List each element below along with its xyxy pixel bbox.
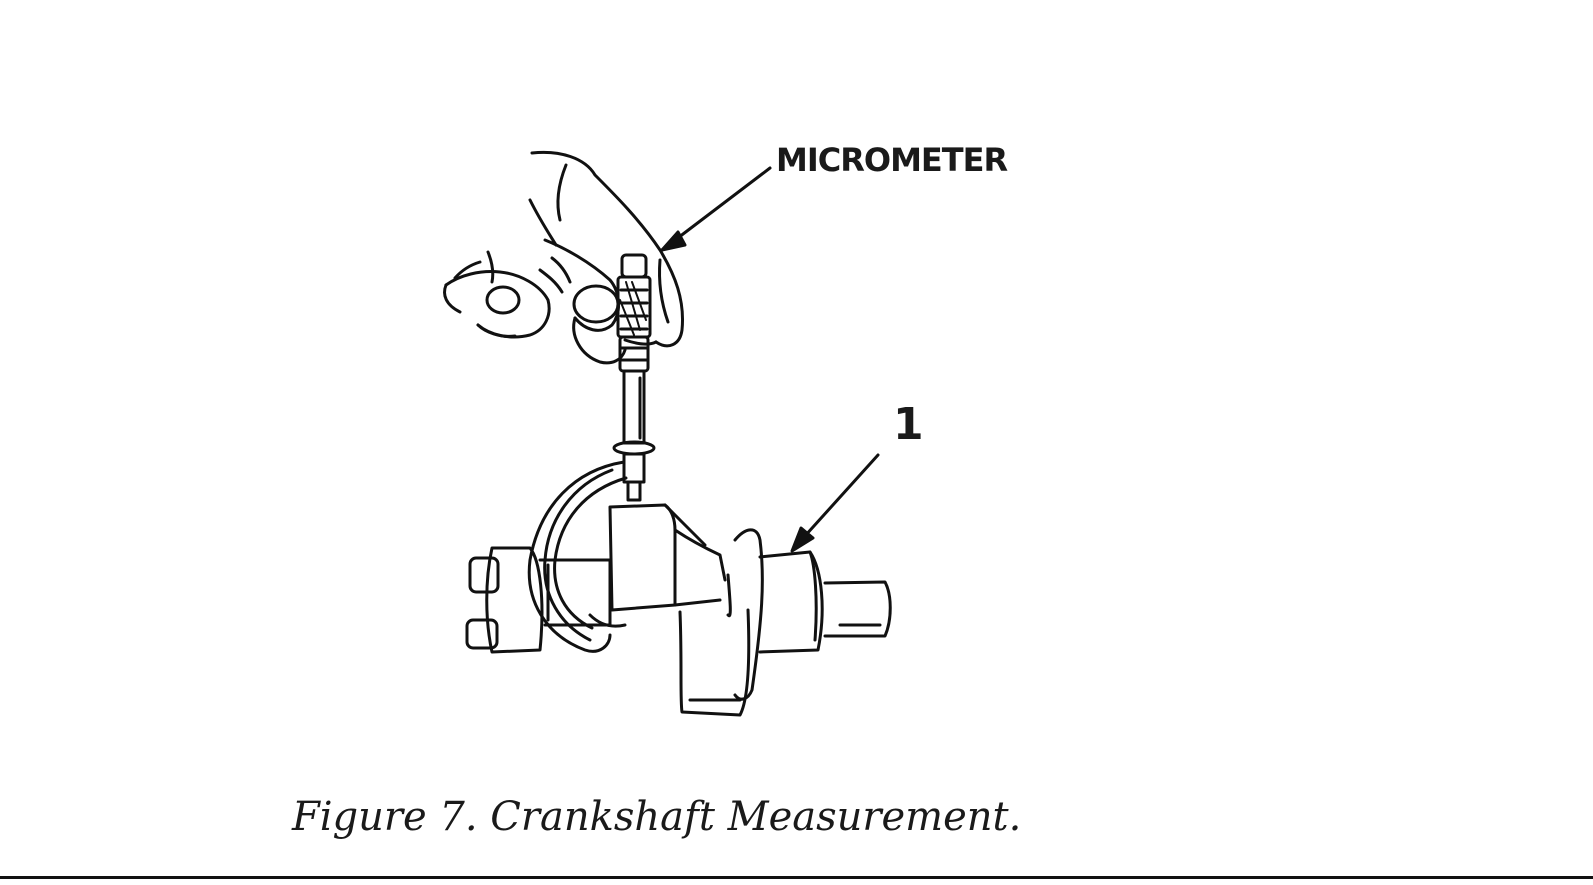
bottom-rule-divider (0, 876, 1593, 879)
micrometer-drawing (527, 253, 656, 653)
leader-arrows (660, 166, 880, 553)
figure-caption: Figure 7. Crankshaft Measurement. (292, 794, 1022, 840)
crankshaft-drawing (465, 503, 892, 717)
part-1-callout-label: 1 (893, 399, 924, 450)
micrometer-callout-label: MICROMETER (776, 141, 1008, 179)
hand-drawing (443, 150, 685, 365)
